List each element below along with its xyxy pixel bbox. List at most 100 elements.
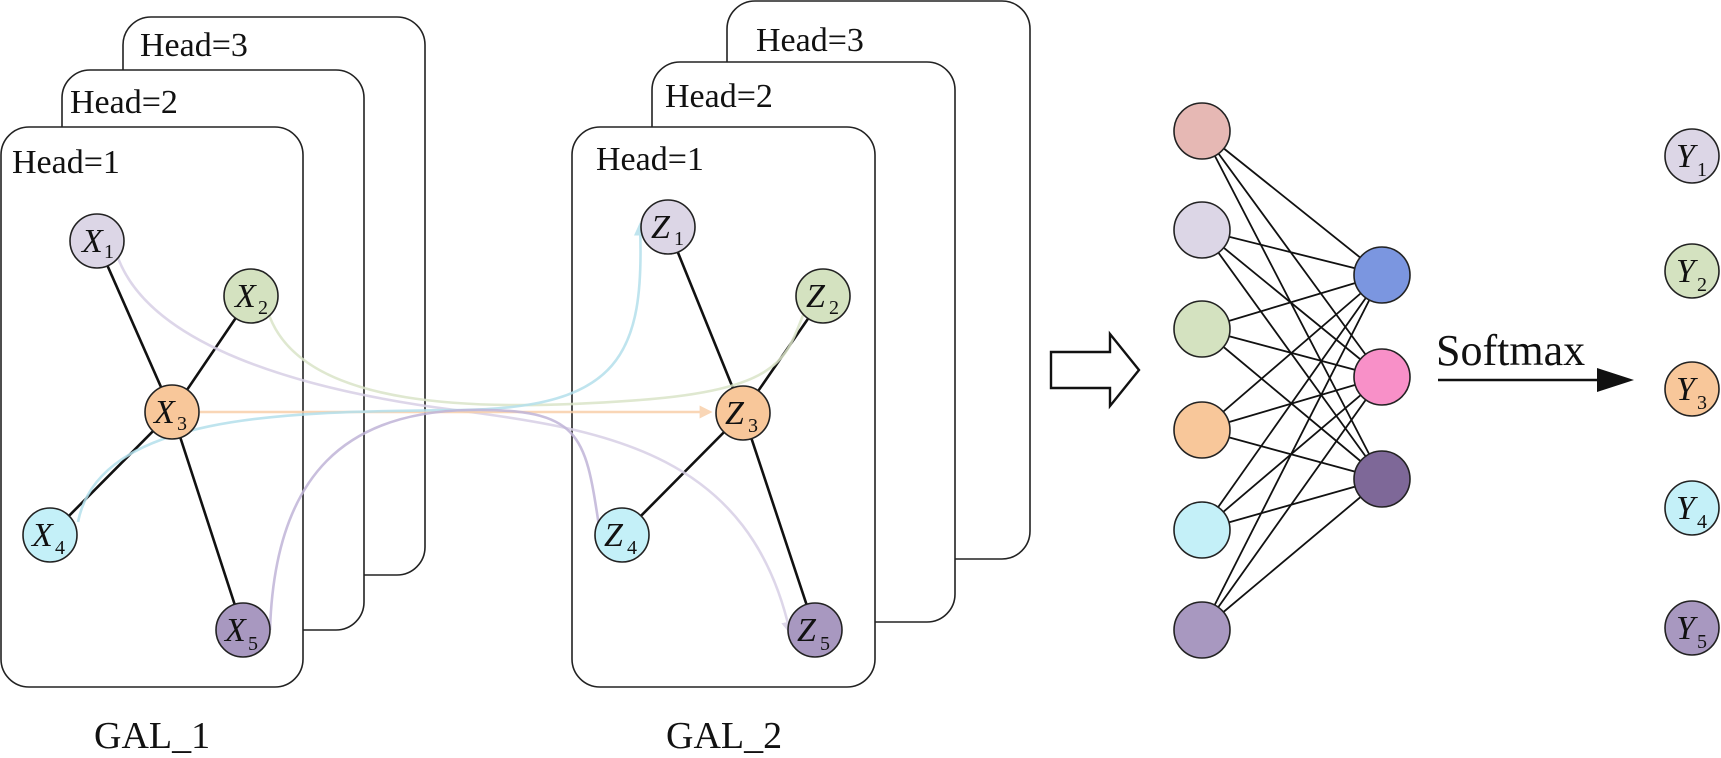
gal2-nodes: Z 1 Z 2 Z 3 Z 4 Z 5 <box>594 199 851 658</box>
node-x1-letter: X <box>80 223 104 260</box>
node-x5: X 5 <box>215 602 271 658</box>
node-y3: Y 3 <box>1664 361 1720 417</box>
node-x2-letter: X <box>233 278 257 315</box>
fc-edge-i5-h1 <box>1201 274 1383 531</box>
node-y1-circle <box>1664 128 1720 184</box>
node-x4-sub: 4 <box>55 537 65 559</box>
node-x2: X 2 <box>223 268 279 324</box>
fc-edge-i6-h1 <box>1201 274 1383 631</box>
gal1-head2-label: Head=2 <box>70 84 178 121</box>
transition-arrow-icon <box>1049 330 1141 410</box>
node-y2-sub: 2 <box>1697 274 1707 296</box>
fc-hidden-nodes <box>1353 246 1411 508</box>
softmax-arrowhead-icon <box>1597 368 1634 392</box>
node-x5-sub: 5 <box>248 633 258 655</box>
node-y3-letter: Y <box>1676 371 1698 408</box>
node-z4-sub: 4 <box>627 537 637 559</box>
fc-input-node-1 <box>1173 102 1231 160</box>
node-y2-circle <box>1664 243 1720 299</box>
node-x3: X 3 <box>144 384 200 440</box>
fc-edge-i1-h3 <box>1201 130 1383 480</box>
node-x5-letter: X <box>223 612 247 649</box>
node-y3-circle <box>1664 361 1720 417</box>
gal2-head2-label: Head=2 <box>665 78 773 115</box>
node-z1: Z 1 <box>640 199 696 255</box>
fc-edge-i2-h3 <box>1201 229 1383 480</box>
gal1-nodes: X 1 X 2 X 3 X 4 X 5 <box>22 213 279 658</box>
node-z5-sub: 5 <box>820 633 830 655</box>
node-z1-sub: 1 <box>674 228 684 250</box>
node-y2: Y 2 <box>1664 243 1720 299</box>
fc-input-node-4 <box>1173 401 1231 459</box>
fc-edge-i6-h3 <box>1201 478 1383 631</box>
fc-edge-i3-h1 <box>1201 274 1383 330</box>
node-y5-letter: Y <box>1676 610 1698 647</box>
node-z1-letter: Z <box>651 209 671 246</box>
node-z2: Z 2 <box>795 268 851 324</box>
fc-edge-i2-h1 <box>1201 229 1383 276</box>
fc-edge-i4-h1 <box>1201 274 1383 431</box>
node-y4-circle <box>1664 480 1720 536</box>
node-z4: Z 4 <box>594 507 650 563</box>
gal1-head1-label: Head=1 <box>12 144 120 181</box>
gal2-caption: GAL_2 <box>666 715 782 757</box>
node-z5: Z 5 <box>787 602 843 658</box>
node-y5-circle <box>1664 600 1720 656</box>
fc-edges <box>1201 130 1383 631</box>
node-x1-sub: 1 <box>104 241 114 263</box>
node-y4-letter: Y <box>1676 490 1698 527</box>
fc-hidden-node-3 <box>1353 450 1411 508</box>
node-x3-letter: X <box>152 394 176 431</box>
node-x1-circle <box>69 213 125 269</box>
node-x4-circle <box>22 507 78 563</box>
node-y1-sub: 1 <box>1697 159 1707 181</box>
gal2-head1-label: Head=1 <box>596 141 704 178</box>
gal2-head3-label: Head=3 <box>756 22 864 59</box>
gal1-edge-x5-x3 <box>170 411 245 631</box>
node-z3: Z 3 <box>715 385 771 441</box>
gal2-edge-z4-z3 <box>621 412 744 536</box>
fc-input-node-6 <box>1173 601 1231 659</box>
gal1-head3-label: Head=3 <box>140 27 248 64</box>
gal1-edge-x1-x3 <box>95 241 174 413</box>
node-y5: Y 5 <box>1664 600 1720 656</box>
node-x5-circle <box>215 602 271 658</box>
gal1-edge-x4-x3 <box>49 411 173 536</box>
node-z3-circle <box>715 385 771 441</box>
node-z3-sub: 3 <box>748 415 758 437</box>
node-z2-sub: 2 <box>829 297 839 319</box>
gal1-caption: GAL_1 <box>94 715 210 757</box>
node-z5-letter: Z <box>797 612 817 649</box>
node-z2-circle <box>795 268 851 324</box>
fc-input-node-2 <box>1173 201 1231 259</box>
output-nodes: Y 1 Y 2 Y 3 Y 4 Y 5 <box>1664 128 1720 656</box>
node-x2-circle <box>223 268 279 324</box>
node-z4-circle <box>594 507 650 563</box>
attention-flows <box>76 222 812 635</box>
softmax-arrow: Softmax <box>1436 326 1634 392</box>
flow-x5-to-z4 <box>268 408 607 631</box>
node-x4: X 4 <box>22 507 78 563</box>
node-y4: Y 4 <box>1664 480 1720 536</box>
fc-edge-i2-h2 <box>1201 229 1383 378</box>
node-y3-sub: 3 <box>1697 392 1707 414</box>
fc-edge-i6-h2 <box>1201 376 1383 631</box>
fc-edge-i1-h1 <box>1201 130 1383 276</box>
node-x3-circle <box>144 384 200 440</box>
fc-input-node-5 <box>1173 501 1231 559</box>
fc-hidden-node-2 <box>1353 348 1411 406</box>
node-z5-circle <box>787 602 843 658</box>
softmax-label: Softmax <box>1436 326 1585 375</box>
node-z1-circle <box>640 199 696 255</box>
gal2-edge-z1-z3 <box>666 227 745 414</box>
node-y1-letter: Y <box>1676 138 1698 175</box>
fc-input-node-3 <box>1173 300 1231 358</box>
node-y5-sub: 5 <box>1697 631 1707 653</box>
gal2-edge-z5-z3 <box>741 412 817 631</box>
flow-x2-to-z2 <box>266 297 812 407</box>
node-z4-letter: Z <box>604 517 624 554</box>
node-z3-letter: Z <box>725 395 745 432</box>
node-x1: X 1 <box>69 213 125 269</box>
node-x3-sub: 3 <box>177 413 187 435</box>
node-y2-letter: Y <box>1676 253 1698 290</box>
